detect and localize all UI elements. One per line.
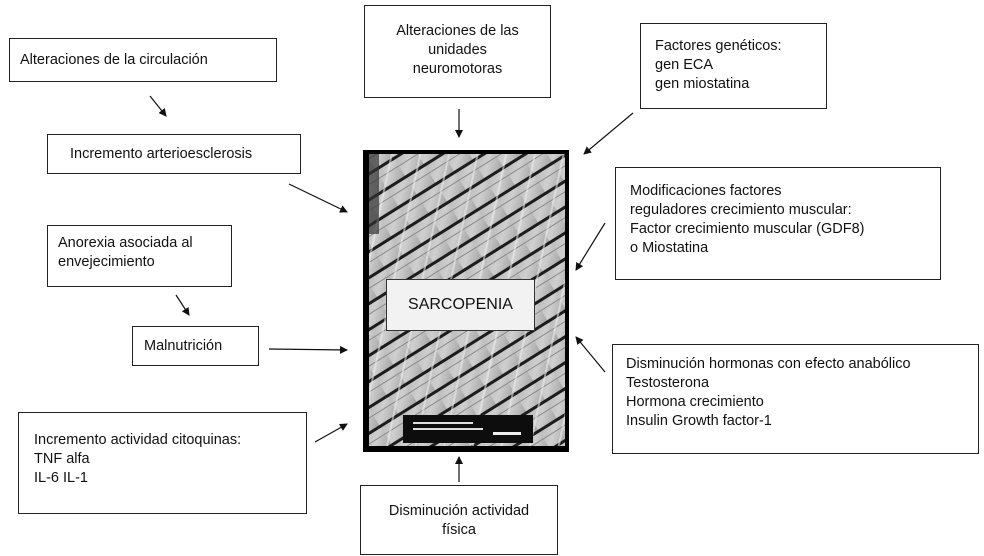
hormonas-line-3: Hormona crecimiento — [626, 394, 764, 410]
sarcopenia-label: SARCOPENIA — [408, 296, 513, 313]
modificaciones-line-1: Modificaciones factores — [630, 183, 782, 199]
box-alteraciones-circulacion: Alteraciones de la circulación — [9, 38, 277, 82]
modificaciones-line-4: o Miostatina — [630, 240, 709, 256]
arterio-line: Incremento arterioesclerosis — [70, 146, 253, 162]
modificaciones-line-2: reguladores crecimiento muscular: — [630, 202, 852, 218]
box-malnutricion: Malnutrición — [132, 326, 259, 366]
sarcopenia-label-box: SARCOPENIA — [386, 279, 535, 331]
arrow-hormonas-to-center — [575, 336, 606, 373]
hormonas-line-2: Testosterona — [626, 375, 710, 391]
anorexia-line-1: Anorexia asociada al — [58, 235, 193, 251]
arrow-malnutricion-to-center — [268, 345, 348, 354]
hormonas-line-1: Disminución hormonas con efecto anabólic… — [626, 356, 911, 372]
arrow-citoquinas-to-center — [314, 423, 348, 443]
arrow-circulacion-to-arterio — [149, 95, 167, 117]
box-incremento-citoquinas: Incremento actividad citoquinas: TNF alf… — [18, 412, 307, 514]
anorexia-line-2: envejecimiento — [58, 254, 155, 270]
unidades-line-3: neuromotoras — [412, 61, 503, 77]
box-anorexia: Anorexia asociada al envejecimiento — [47, 225, 232, 287]
unidades-line-1: Alteraciones de las — [396, 23, 519, 39]
circulacion-line: Alteraciones de la circulación — [20, 52, 208, 68]
geneticos-line-1: Factores genéticos: — [655, 38, 782, 54]
box-factores-geneticos: Factores genéticos: gen ECA gen miostati… — [640, 23, 827, 109]
arrow-anorexia-to-malnutricion — [175, 294, 190, 316]
actividad-line-2: física — [442, 522, 476, 538]
malnutricion-line: Malnutrición — [144, 338, 223, 354]
arrow-modificaciones-to-center — [575, 222, 606, 271]
arrow-arterio-to-center — [288, 183, 348, 213]
citoquinas-line-3: IL-6 IL-1 — [34, 470, 88, 486]
unidades-line-2: unidades — [428, 42, 487, 58]
hormonas-line-4: Insulin Growth factor-1 — [626, 413, 772, 429]
geneticos-line-2: gen ECA — [655, 57, 714, 73]
citoquinas-line-2: TNF alfa — [34, 451, 90, 467]
modificaciones-line-3: Factor crecimiento muscular (GDF8) — [630, 221, 865, 237]
citoquinas-line-1: Incremento actividad citoquinas: — [34, 432, 242, 448]
box-alteraciones-unidades: Alteraciones de las unidades neuromotora… — [364, 5, 551, 98]
box-disminucion-hormonas: Disminución hormonas con efecto anabólic… — [612, 344, 979, 454]
box-disminucion-actividad: Disminución actividad física — [360, 485, 558, 555]
geneticos-line-3: gen miostatina — [655, 76, 750, 92]
box-incremento-arterioesclerosis: Incremento arterioesclerosis — [47, 134, 301, 174]
arrow-geneticos-to-center — [583, 112, 634, 155]
box-modificaciones-factores: Modificaciones factores reguladores crec… — [615, 167, 941, 280]
actividad-line-1: Disminución actividad — [388, 503, 530, 519]
